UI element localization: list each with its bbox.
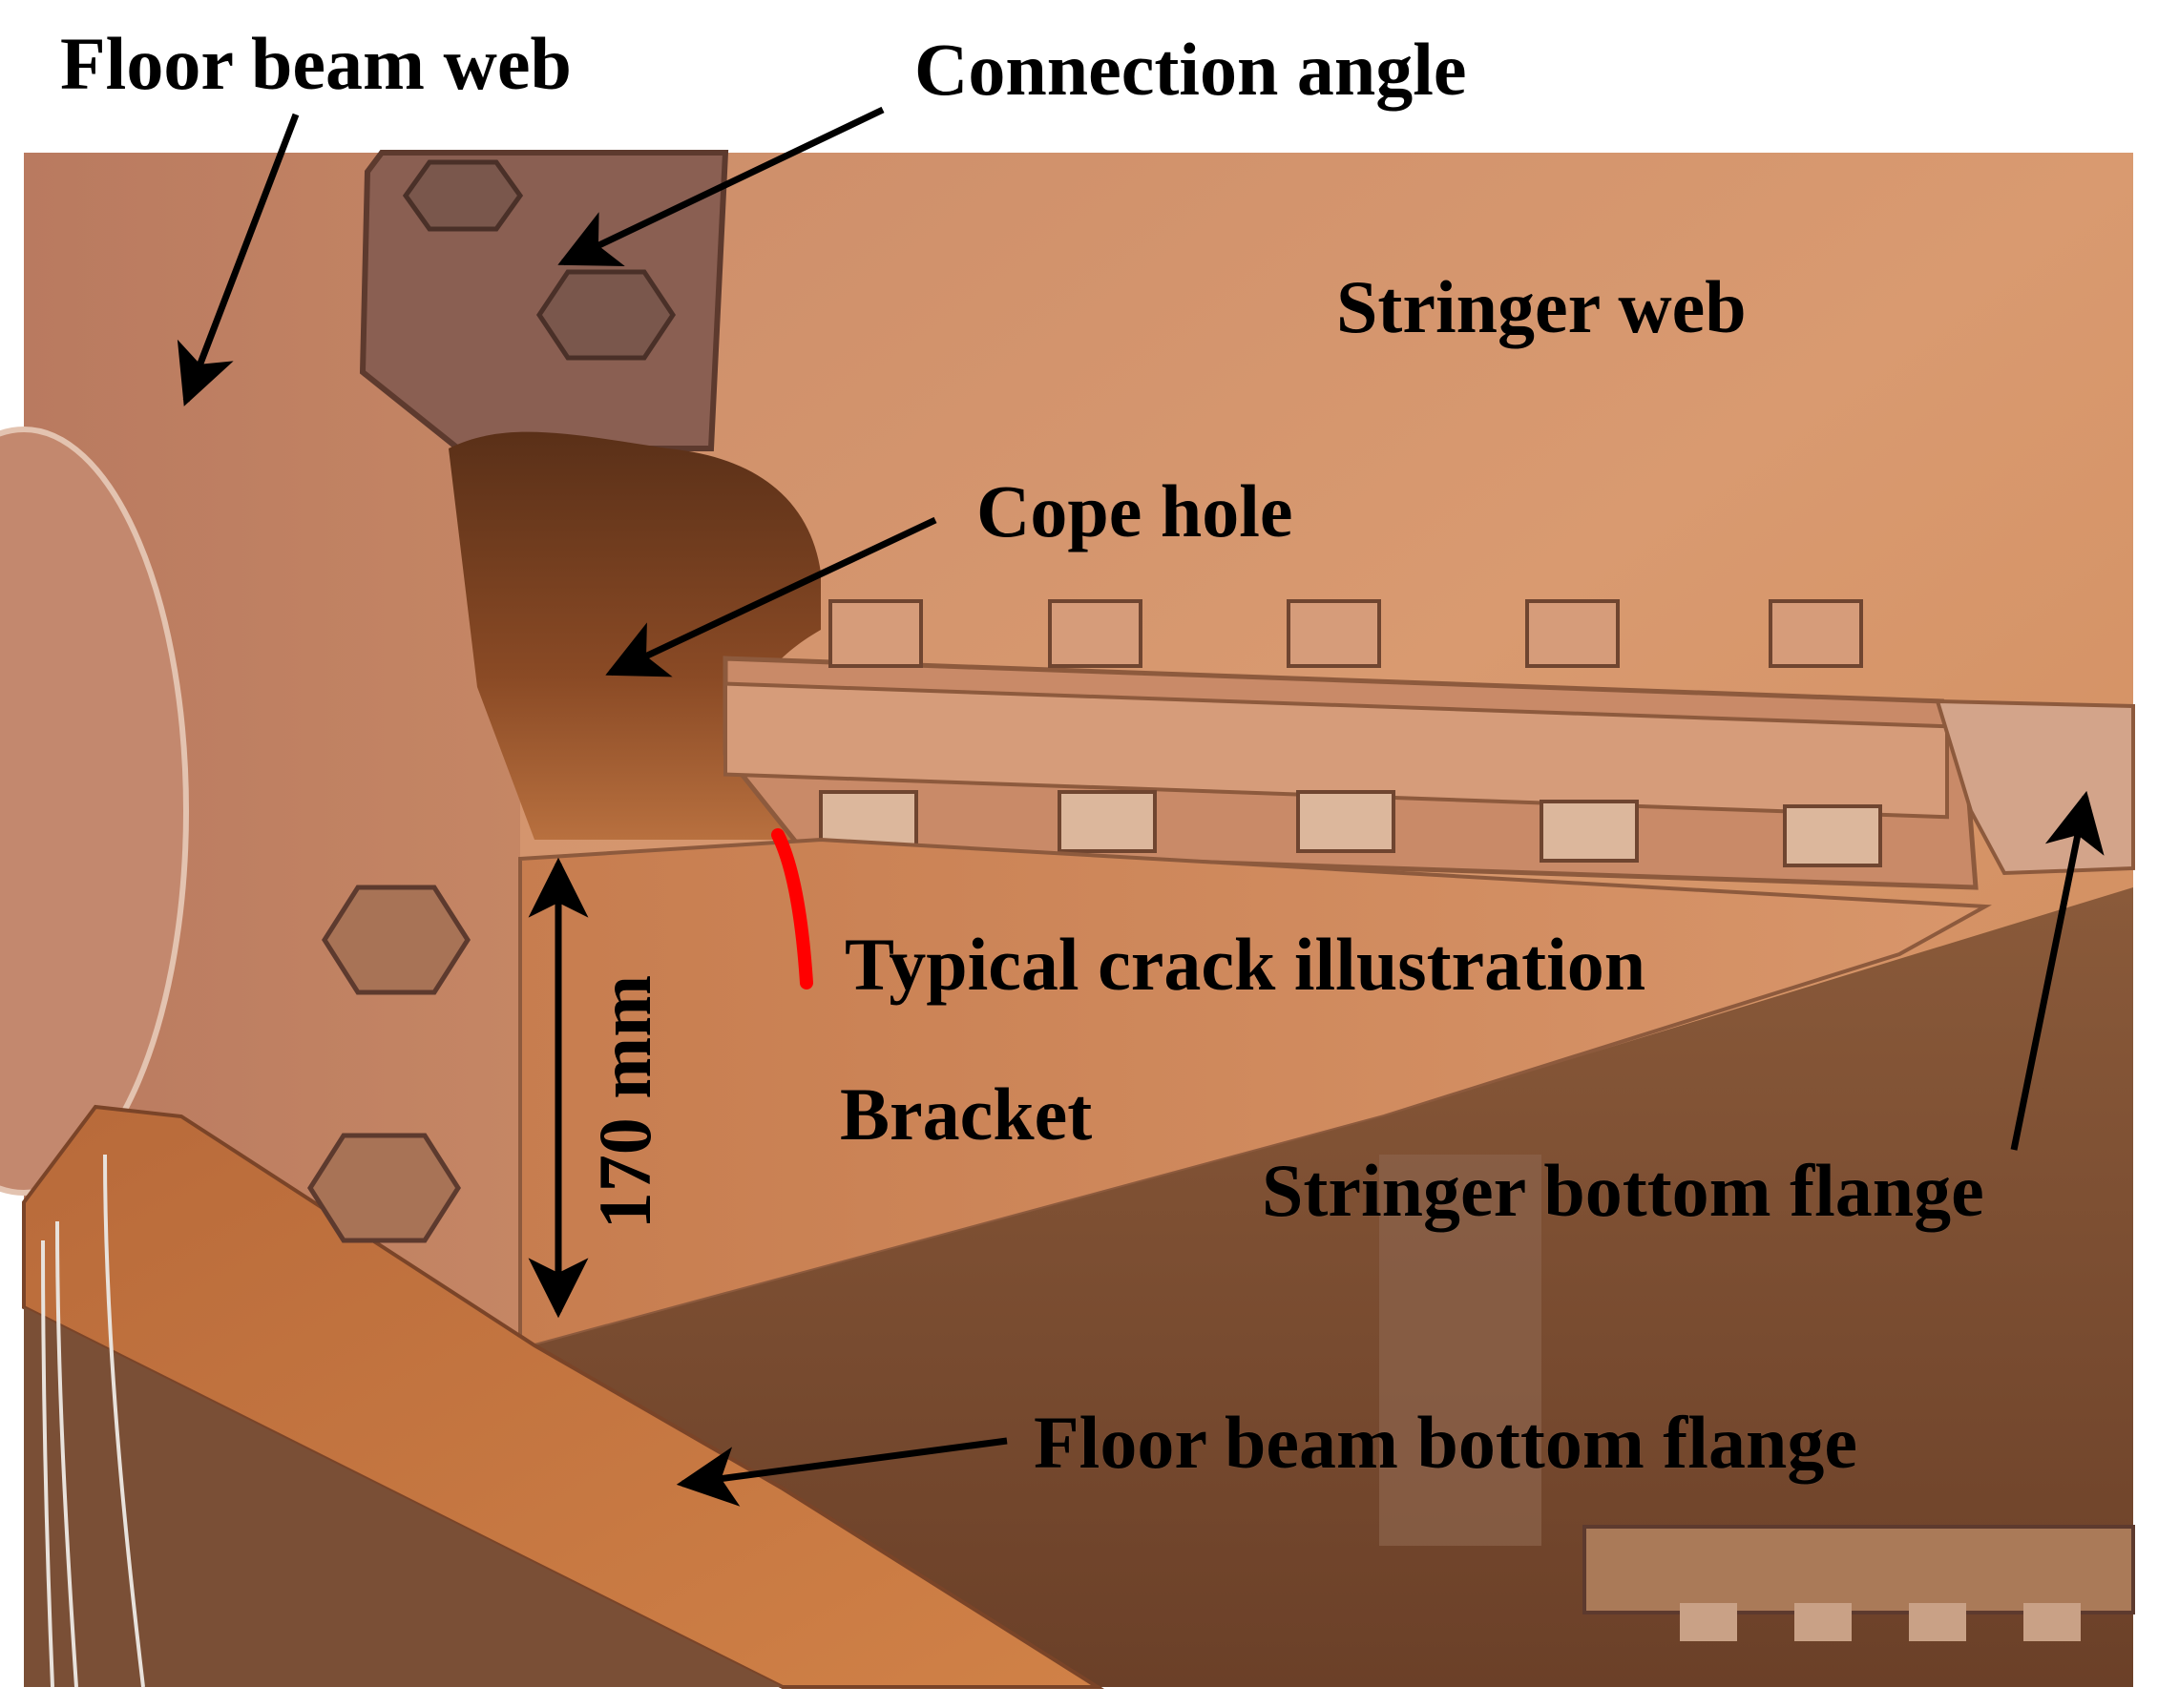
lower-shadow-region: [534, 887, 2133, 1687]
bottom-bolt: [1058, 790, 1157, 853]
circular-access-feature: [0, 427, 189, 1196]
floor-beam-web-bolts: [307, 885, 471, 1243]
lower-bolt-assembly: [1582, 1525, 2135, 1641]
top-bolt: [1048, 599, 1142, 668]
label-typical-crack: Typical crack illustration: [845, 923, 1646, 1006]
top-bolt: [1287, 599, 1381, 668]
top-bolt: [828, 599, 923, 668]
arrow-stringer-bottom-flange: [2010, 790, 2105, 1151]
wires: [41, 1154, 145, 1688]
top-bolt: [1525, 599, 1620, 668]
arrow-connection-angle: [557, 106, 885, 266]
label-stringer-bottom-flange: Stringer bottom flange: [1262, 1149, 1984, 1232]
annotation-arrows: [177, 106, 2105, 1507]
label-stringer-web: Stringer web: [1336, 265, 1747, 348]
bottom-bolt: [1783, 804, 1882, 867]
connection-angle-bolt-top: [402, 159, 524, 232]
bottom-bolt: [1540, 800, 1639, 863]
bottom-bolt: [1296, 790, 1395, 853]
bottom-bolt-row: [819, 790, 1882, 867]
label-floor-beam-web: Floor beam web: [60, 22, 572, 105]
top-bolt-row: [828, 599, 1863, 668]
arrow-cope-hole: [605, 516, 937, 677]
arrow-floor-beam-bottom-flange: [676, 1437, 1008, 1507]
label-cope-hole: Cope hole: [976, 469, 1293, 552]
photo: [0, 150, 2135, 1689]
floor-beam-bottom-flange-underside: [24, 1307, 783, 1687]
label-connection-angle: Connection angle: [914, 28, 1467, 111]
stringer-stiffener: [1379, 1155, 1541, 1546]
arrow-floor-beam-web: [177, 113, 300, 406]
top-bolt: [1769, 599, 1863, 668]
label-bracket: Bracket: [840, 1073, 1093, 1156]
connection-angle-bolt-bottom: [535, 269, 677, 361]
label-dimension: 170 mm: [583, 974, 666, 1230]
label-floor-beam-bottom-flange: Floor beam bottom flange: [1034, 1401, 1857, 1484]
floor-beam-bottom-flange: [22, 1104, 1104, 1689]
crack-illustration: [771, 828, 813, 989]
